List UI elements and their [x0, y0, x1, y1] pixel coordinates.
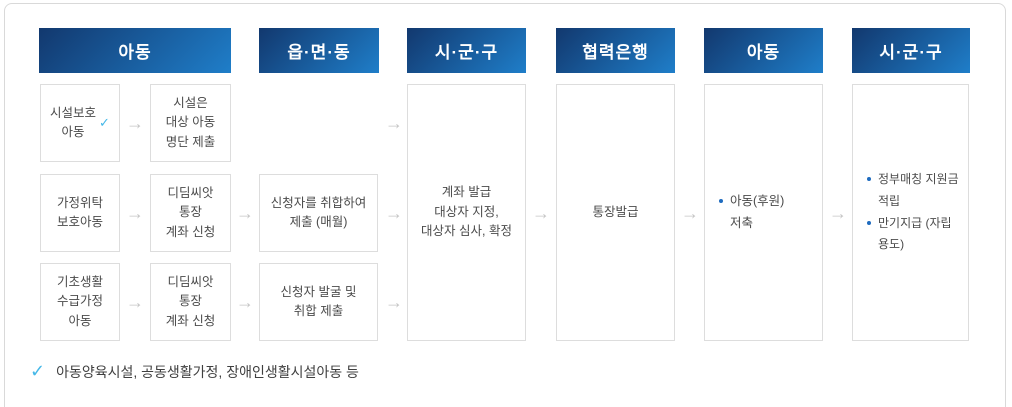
footnote: ✓ 아동양육시설, 공동생활가정, 장애인생활시설아동 등: [30, 361, 359, 382]
box-foster-child: 가정위탁 보호아동: [40, 174, 120, 252]
column-header-partner-bank: 협력은행: [556, 28, 675, 73]
arrow-right-icon: →: [126, 113, 144, 133]
bullet-icon: [867, 220, 871, 225]
arrow-right-icon: →: [829, 203, 847, 223]
box-government-support: 정부매칭 지원금 적립 만기지급 (자립용도): [852, 84, 969, 341]
box-facility-child-label: 시설보호 아동: [50, 105, 97, 139]
box-passbook-issue: 통장발급: [556, 84, 675, 341]
check-icon: ✓: [30, 361, 46, 381]
column-header-si-gun-gu-1: 시·군·구: [407, 28, 526, 73]
box-collect-submit-monthly: 신청자를 취합하여 제출 (매월): [259, 174, 378, 252]
footnote-text: 아동양육시설, 공동생활가정, 장애인생활시설아동 등: [56, 363, 359, 380]
column-header-child-1: 아동: [39, 28, 231, 73]
column-header-si-gun-gu-2: 시·군·구: [852, 28, 970, 73]
arrow-right-icon: →: [236, 292, 254, 312]
arrow-right-icon: →: [385, 203, 403, 223]
gov-matching-label: 정부매칭 지원금 적립: [878, 172, 959, 208]
arrow-right-icon: →: [126, 203, 144, 223]
arrow-right-icon: →: [385, 292, 403, 312]
arrow-right-icon: →: [532, 203, 550, 223]
column-header-eup-myeon-dong: 읍·면·동: [259, 28, 379, 73]
box-find-collect-submit: 신청자 발굴 및 취합 제출: [259, 263, 378, 341]
check-icon: ✓: [99, 114, 110, 130]
bullet-icon: [867, 177, 871, 182]
child-sponsor-saving-label: 아동(후원) 저축: [730, 194, 785, 230]
arrow-right-icon: →: [681, 203, 699, 223]
box-account-issue-review: 계좌 발급 대상자 지정, 대상자 심사, 확정: [407, 84, 526, 341]
box-didim-account-apply-1: 디딤씨앗 통장 계좌 신청: [150, 174, 231, 252]
list-item: 정부매칭 지원금 적립: [867, 169, 960, 212]
arrow-right-icon: →: [236, 203, 254, 223]
column-header-child-2: 아동: [704, 28, 823, 73]
box-facility-list-submit: 시설은 대상 아동 명단 제출: [150, 84, 231, 162]
box-child-sponsor-saving: 아동(후원) 저축: [704, 84, 823, 341]
box-basic-living-child: 기초생활 수급가정 아동: [40, 263, 120, 341]
list-item: 만기지급 (자립용도): [867, 213, 960, 256]
arrow-right-icon: →: [385, 113, 403, 133]
list-item: 아동(후원) 저축: [719, 191, 784, 234]
box-didim-account-apply-2: 디딤씨앗 통장 계좌 신청: [150, 263, 231, 341]
maturity-payment-label: 만기지급 (자립용도): [878, 215, 952, 252]
bullet-icon: [719, 199, 723, 204]
box-facility-child: 시설보호 아동✓: [40, 84, 120, 162]
arrow-right-icon: →: [126, 292, 144, 312]
